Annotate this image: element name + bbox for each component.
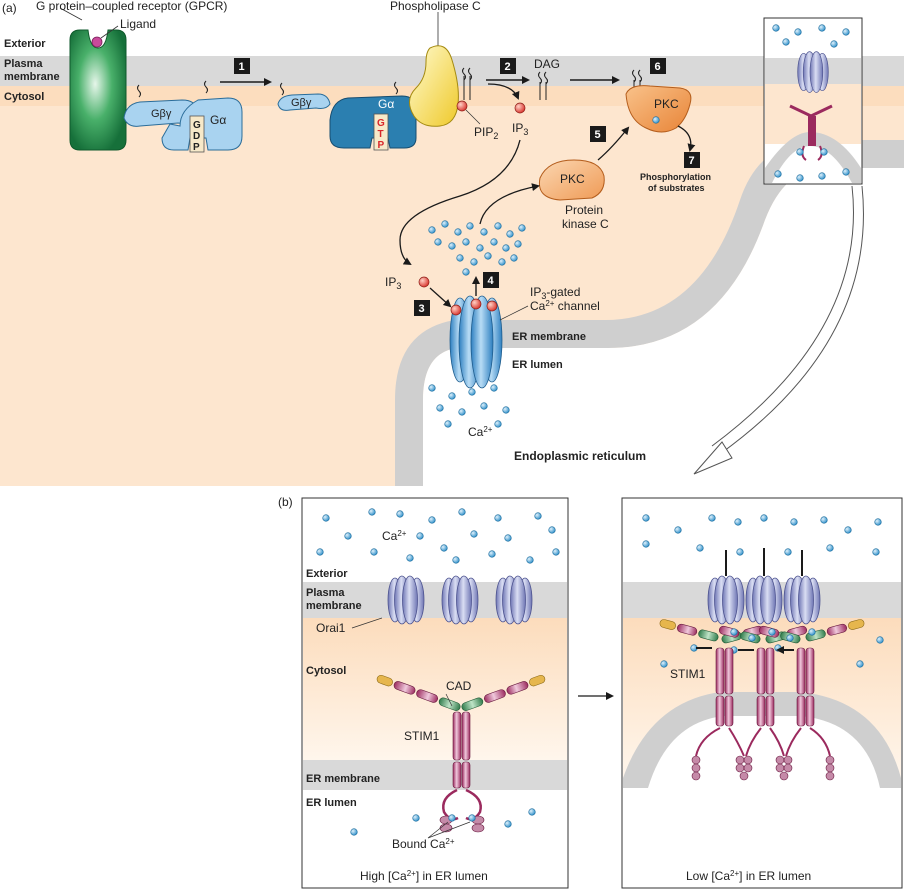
pkc-membrane: PKC 6 7 Phosphorylation of substrates <box>625 58 711 193</box>
orai1-label: Orai1 <box>316 621 346 635</box>
gpcr: G protein–coupled receptor (GPCR) Ligand <box>36 0 227 151</box>
g-alpha-label: Gα <box>210 113 226 127</box>
stim1-left <box>376 674 546 833</box>
dag: DAG <box>534 57 620 100</box>
membrane-label: membrane <box>4 71 60 83</box>
er-lumen-label: ER lumen <box>512 359 563 371</box>
panel-b-left: Ca2+ Exterior Plasma membrane Orai1 Cyto… <box>301 497 569 889</box>
panel-b-label: (b) <box>278 495 293 509</box>
panel-b: (b) Ca2+ Exterior Plasma membrane <box>278 495 903 889</box>
stim1-label-right: STIM1 <box>670 667 706 681</box>
ip3-released: IP3 <box>399 102 528 266</box>
gdp-d: D <box>193 131 200 142</box>
ligand-label: Ligand <box>120 17 156 31</box>
low-ca-caption: Low [Ca2+] in ER lumen <box>686 869 811 883</box>
phospholipase-label: Phospholipase C <box>390 0 481 13</box>
g-alpha-active: Gα G T P <box>329 81 417 151</box>
left-ca-label: Ca2+ <box>382 529 407 543</box>
ip3-label-low: IP3 <box>385 275 401 291</box>
svg-text:6: 6 <box>655 61 661 73</box>
gpcr-label: G protein–coupled receptor (GPCR) <box>36 0 227 13</box>
gdp-g: G <box>193 120 201 131</box>
endoplasmic-reticulum-label: Endoplasmic reticulum <box>514 449 646 463</box>
protein-kinase-line2: kinase C <box>562 217 609 231</box>
er-membrane-label: ER membrane <box>512 331 586 343</box>
g-beta-gamma-released: Gβγ <box>277 82 331 111</box>
left-er-membrane-label: ER membrane <box>306 773 380 785</box>
svg-text:1: 1 <box>239 61 245 73</box>
gtp-p: P <box>378 140 385 151</box>
cytosol-label: Cytosol <box>4 91 44 103</box>
gtp-t: T <box>378 129 384 140</box>
left-cytosol-label: Cytosol <box>306 665 346 677</box>
orai1-channels-left <box>387 575 533 625</box>
exterior-label: Exterior <box>4 38 46 50</box>
svg-text:4: 4 <box>488 275 495 287</box>
phosphorylation-line1: Phosphorylation <box>640 172 711 182</box>
cad-label: CAD <box>446 679 472 693</box>
stim1-label-left: STIM1 <box>404 729 440 743</box>
left-plasma-label: Plasma <box>306 587 345 599</box>
gtp-g: G <box>377 118 385 129</box>
dag-label: DAG <box>534 57 560 71</box>
g-protein-inactive: Gβγ Gα G D P <box>123 80 243 153</box>
plasma-label: Plasma <box>4 58 43 70</box>
channel-label-line2: Ca2+ channel <box>530 299 600 313</box>
er-membrane-curve <box>395 140 904 486</box>
er-lumen-region <box>423 168 904 486</box>
step-1: 1 <box>220 58 272 86</box>
stim1-cluster <box>659 619 865 781</box>
ip3-label-top: IP3 <box>512 121 528 137</box>
svg-text:3: 3 <box>419 303 425 315</box>
inset-box <box>763 17 863 185</box>
svg-text:2: 2 <box>505 61 511 73</box>
left-er-lumen-label: ER lumen <box>306 797 357 809</box>
step-2: 2 <box>486 58 530 100</box>
panel-a-label: (a) <box>2 1 17 15</box>
svg-text:Gα: Gα <box>378 97 394 111</box>
gdp-p: P <box>193 142 200 153</box>
pip2-label: PIP2 <box>474 125 498 141</box>
hollow-arrow <box>693 185 864 475</box>
ca-ions-er-lumen: Ca2+ <box>428 384 510 439</box>
left-membrane-label: membrane <box>306 600 362 612</box>
channel-label-line1: IP3-gated <box>530 285 580 301</box>
high-ca-caption: High [Ca2+] in ER lumen <box>360 869 488 883</box>
phospholipase-c: Phospholipase C PIP2 <box>390 0 498 141</box>
ip3-gated-channel: 4 IP3 3 IP3-gated Ca2+ channel <box>385 272 600 389</box>
panel-b-right: STIM1 Low [Ca2+] in ER lumen <box>621 497 903 889</box>
ca-label-er: Ca2+ <box>468 425 493 439</box>
pkc-label-cyto: PKC <box>560 172 585 186</box>
ligand <box>91 36 103 48</box>
pkc-label-top: PKC <box>654 97 679 111</box>
pkc-cytosol: PKC Protein kinase C 5 <box>479 126 630 231</box>
bound-ca-label: Bound Ca2+ <box>392 837 455 851</box>
svg-text:Gβγ: Gβγ <box>291 97 312 109</box>
g-beta-gamma-label: Gβγ <box>151 108 172 120</box>
svg-text:7: 7 <box>689 155 695 167</box>
svg-text:5: 5 <box>595 129 601 141</box>
orai1-channels-right <box>707 548 821 625</box>
protein-kinase-line1: Protein <box>565 203 603 217</box>
left-exterior-label: Exterior <box>306 568 348 580</box>
phosphorylation-line2: of substrates <box>648 183 705 193</box>
